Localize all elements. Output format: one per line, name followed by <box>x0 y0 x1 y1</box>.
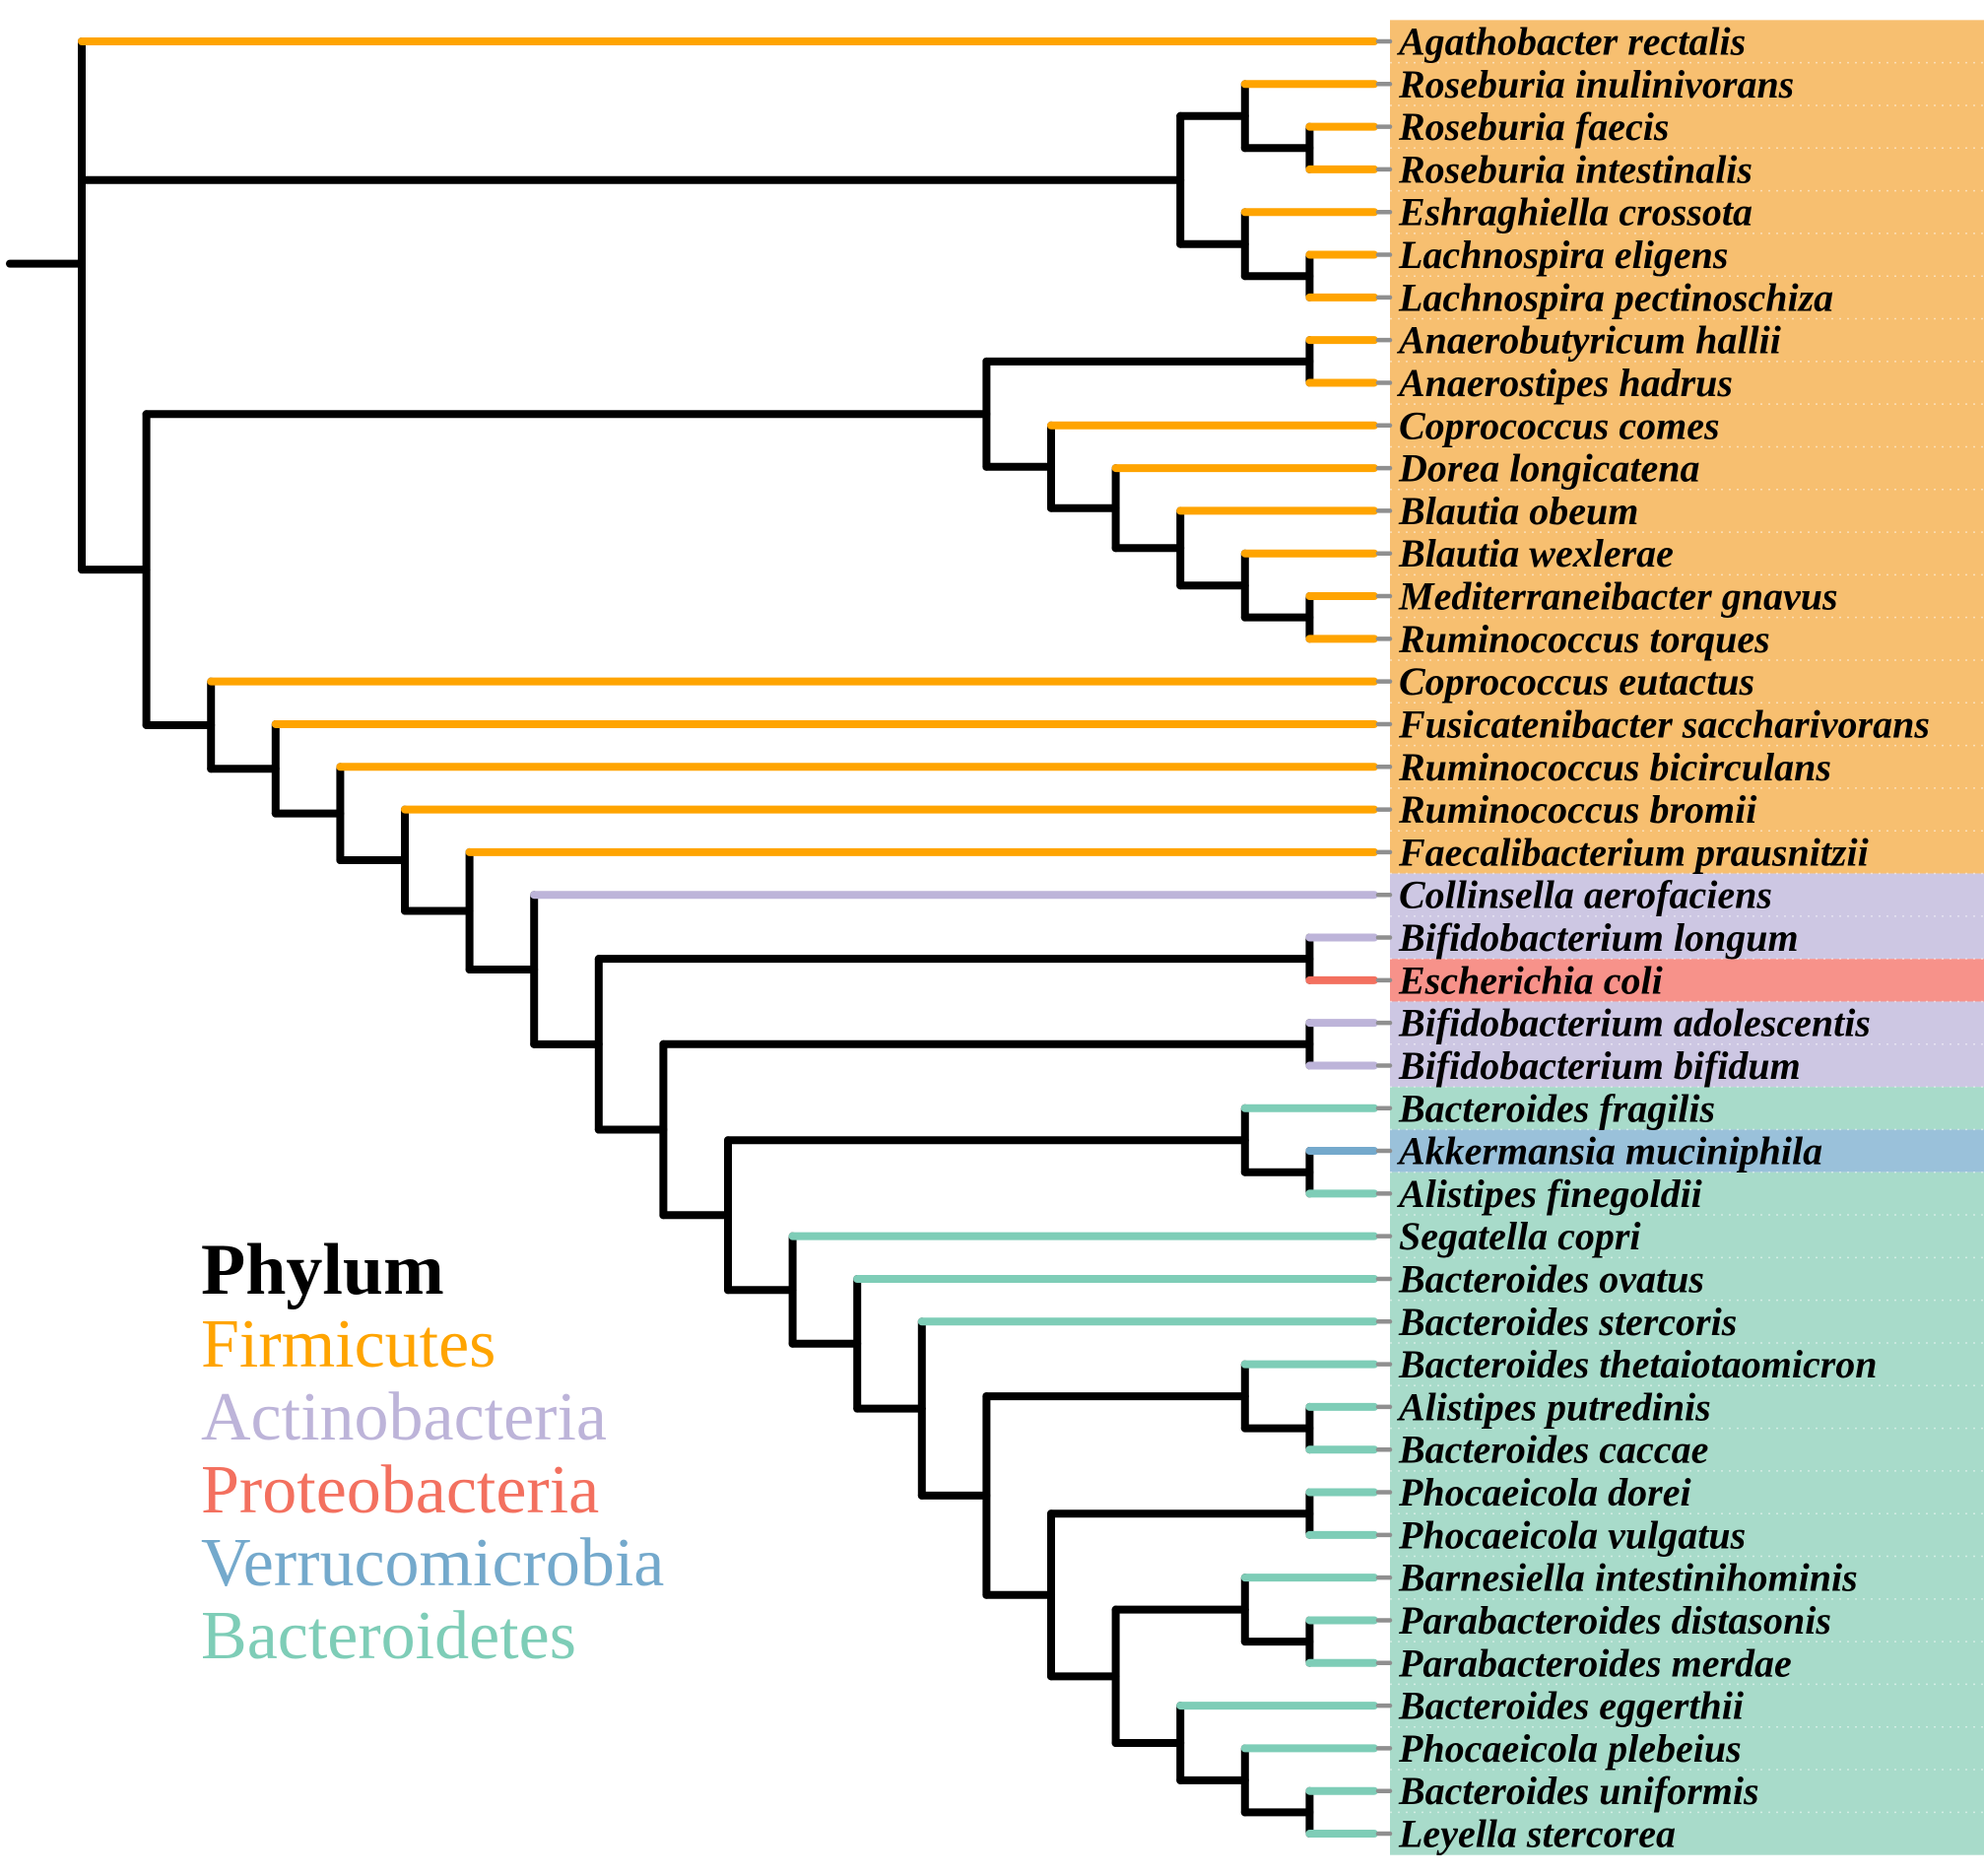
leaf-label: Blautia obeum <box>1398 489 1638 533</box>
leaf-label: Parabacteroides merdae <box>1398 1641 1792 1685</box>
leaf-label: Phocaeicola dorei <box>1398 1470 1691 1514</box>
leaf-label: Roseburia inulinivorans <box>1398 62 1794 106</box>
leaf-label: Faecalibacterium prausnitzii <box>1398 830 1869 874</box>
leaf-label: Anaerostipes hadrus <box>1396 361 1733 405</box>
leaf-label: Bifidobacterium longum <box>1398 915 1799 960</box>
phylum-band-verrucomicrobia <box>1390 1129 1984 1172</box>
leaf-label: Alistipes putredinis <box>1396 1384 1711 1429</box>
leaf-label: Bacteroides stercoris <box>1398 1300 1737 1344</box>
leaf-label: Bifidobacterium adolescentis <box>1398 1001 1871 1045</box>
leaf-label: Parabacteroides distasonis <box>1398 1598 1831 1642</box>
leaf-label: Ruminococcus bicirculans <box>1398 745 1831 789</box>
leaf-label: Roseburia intestinalis <box>1398 147 1753 191</box>
leaf-label: Bacteroides caccae <box>1398 1428 1708 1472</box>
leaf-label: Phocaeicola plebeius <box>1398 1726 1742 1771</box>
leaf-label: Lachnospira eligens <box>1398 233 1728 277</box>
leaf-label: Bacteroides eggerthii <box>1398 1684 1744 1728</box>
leaf-label: Leyella stercorea <box>1398 1812 1676 1856</box>
leaf-label: Barnesiella intestinihominis <box>1398 1556 1858 1600</box>
leaf-label: Dorea longicatena <box>1398 446 1700 491</box>
leaf-label: Anaerobutyricum hallii <box>1396 318 1781 363</box>
phylum-band-bacteroidetes <box>1390 1087 1984 1130</box>
leaf-label: Coprococcus eutactus <box>1399 659 1754 704</box>
phylum-band-actinobacteria <box>1390 1001 1984 1088</box>
leaf-label: Bifidobacterium bifidum <box>1398 1043 1801 1088</box>
leaf-label: Escherichia coli <box>1398 958 1663 1002</box>
leaf-label: Coprococcus comes <box>1399 403 1720 447</box>
leaf-label: Roseburia faecis <box>1398 104 1669 149</box>
leaf-label: Collinsella aerofaciens <box>1399 873 1772 917</box>
leaf-label: Akkermansia muciniphila <box>1396 1129 1822 1173</box>
leaf-label: Bacteroides ovatus <box>1398 1256 1704 1301</box>
leaf-label: Fusicatenibacter saccharivorans <box>1398 702 1930 746</box>
phylum-band-firmicutes <box>1390 20 1984 874</box>
leaf-label: Bacteroides fragilis <box>1398 1086 1715 1130</box>
leaf-label: Lachnospira pectinoschiza <box>1398 275 1833 319</box>
leaf-label: Agathobacter rectalis <box>1396 20 1746 64</box>
leaf-label: Blautia wexlerae <box>1398 531 1674 575</box>
tip-ticks <box>1375 38 1393 1837</box>
leaf-label: Segatella copri <box>1399 1214 1641 1258</box>
leaf-label: Alistipes finegoldii <box>1396 1172 1702 1216</box>
leaf-label: Bacteroides thetaiotaomicron <box>1398 1342 1878 1386</box>
leaf-label: Ruminococcus bromii <box>1398 787 1756 832</box>
phylum-band-bacteroidetes <box>1390 1172 1984 1855</box>
phylum-band-actinobacteria <box>1390 873 1984 960</box>
phylum-band-proteobacteria <box>1390 959 1984 1002</box>
phylum-bands <box>1390 20 1984 1855</box>
leaf-label: Mediterraneibacter gnavus <box>1398 574 1838 619</box>
leaf-label: Phocaeicola vulgatus <box>1398 1512 1746 1557</box>
tree-branches <box>6 37 1378 1839</box>
leaf-label: Bacteroides uniformis <box>1398 1769 1759 1813</box>
leaf-label: Eshraghiella crossota <box>1398 190 1753 234</box>
leaf-label: Ruminococcus torques <box>1398 617 1770 661</box>
